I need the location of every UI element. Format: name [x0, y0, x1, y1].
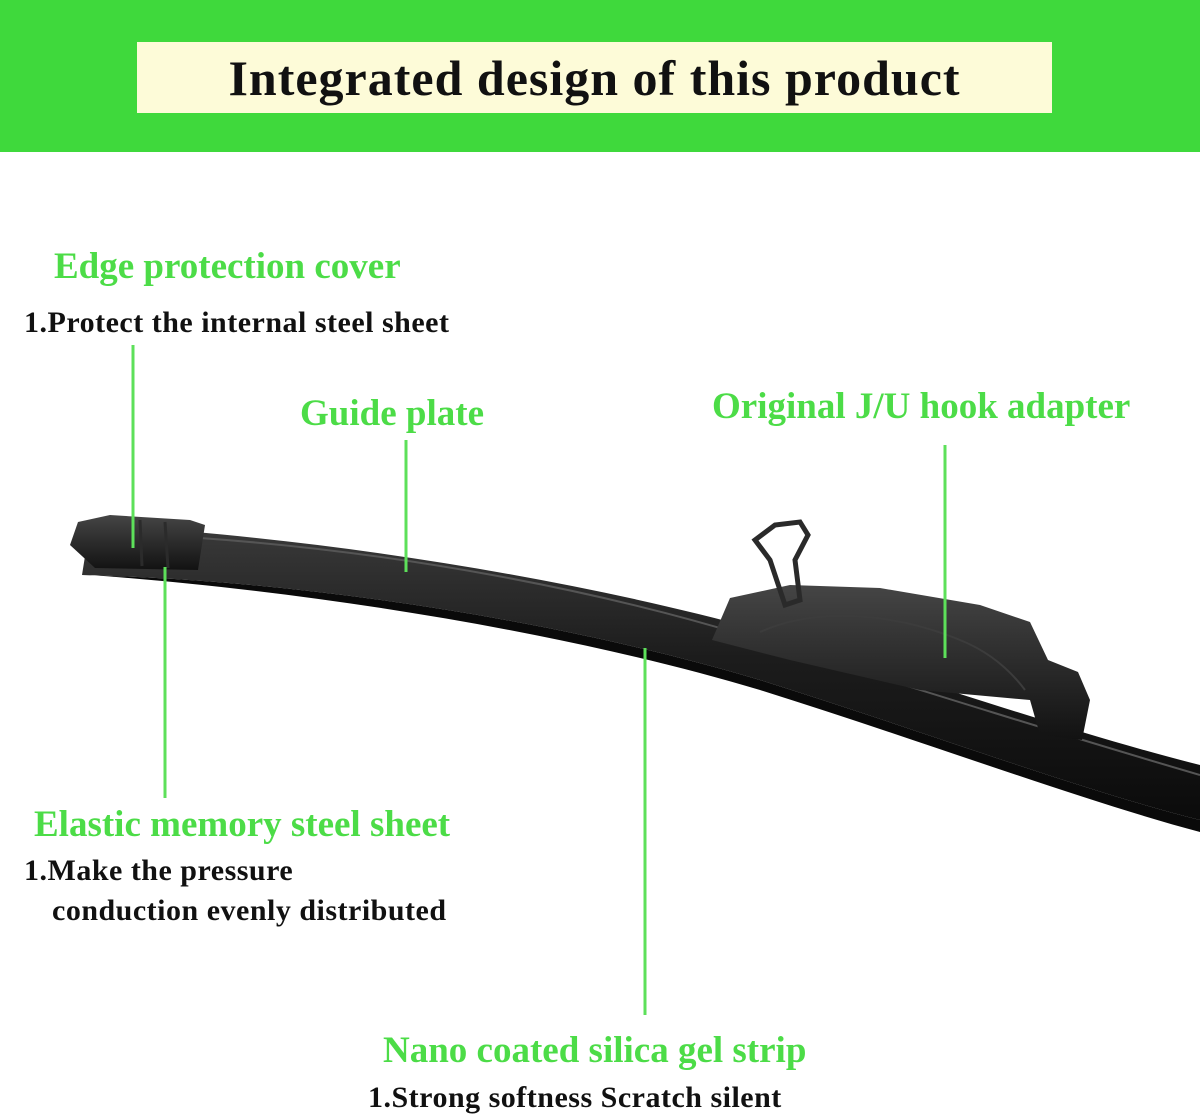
hook-adapter-label: Original J/U hook adapter [712, 386, 1131, 427]
title-banner: Integrated design of this product [0, 0, 1200, 152]
steel-sheet-desc-line2: conduction evenly distributed [52, 894, 447, 927]
edge-cover-label: Edge protection cover [54, 246, 401, 287]
j-hook-clip [751, 519, 811, 609]
gel-strip-label: Nano coated silica gel strip [383, 1030, 807, 1071]
gel-strip-desc: 1.Strong softness Scratch silent [368, 1081, 782, 1114]
hook-adapter [712, 585, 1090, 740]
edge-cap [70, 515, 205, 570]
edge-cover-desc: 1.Protect the internal steel sheet [24, 306, 450, 339]
page-title: Integrated design of this product [228, 49, 961, 106]
steel-sheet-desc-line1: 1.Make the pressure [24, 854, 294, 887]
guide-plate-label: Guide plate [300, 393, 484, 434]
title-box: Integrated design of this product [137, 42, 1052, 113]
steel-sheet-label: Elastic memory steel sheet [34, 804, 451, 845]
